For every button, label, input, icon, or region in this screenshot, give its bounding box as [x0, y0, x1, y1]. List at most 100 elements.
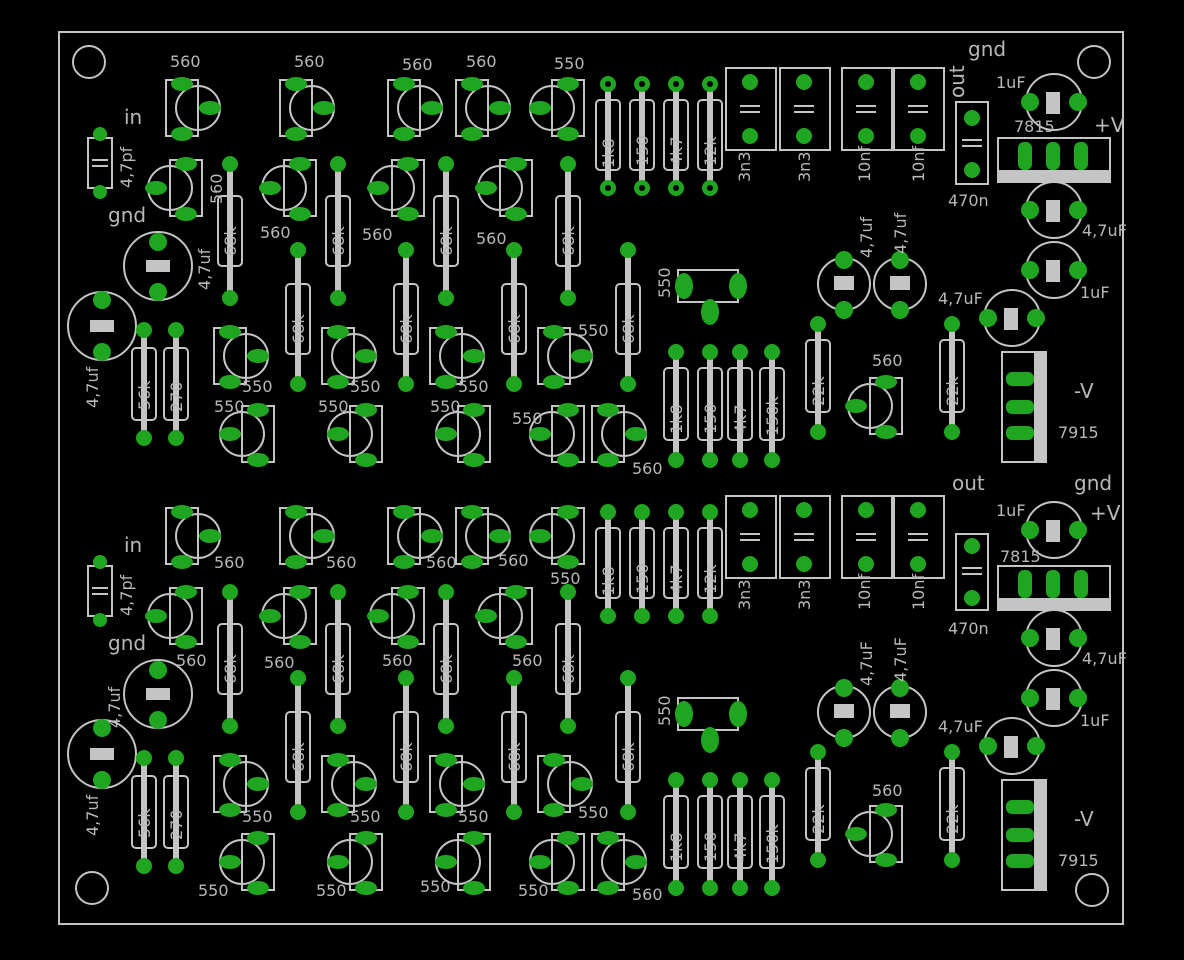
transistor	[435, 403, 491, 467]
value-label: 68k	[437, 654, 456, 684]
resistor: 1k8	[663, 344, 689, 468]
value-label: 3n3	[795, 580, 814, 611]
transistor	[529, 831, 585, 895]
value-label: 270	[167, 381, 186, 412]
label-minus-v: -V	[1074, 379, 1094, 403]
label-gnd: gnd	[1074, 471, 1112, 495]
value-label: 68k	[329, 226, 348, 256]
value-label: 4,7uf	[857, 216, 876, 258]
value-label: 22k	[943, 376, 962, 406]
resistor: 22k	[939, 744, 965, 868]
electrolytic-cap	[1021, 669, 1087, 727]
transistor	[259, 585, 317, 649]
value-label: 68k	[559, 226, 578, 256]
resistor: 68k	[433, 584, 459, 734]
value-label: 4,7uF	[1082, 221, 1127, 240]
value-label: 12k	[701, 564, 720, 594]
value-label: 1uF	[996, 501, 1026, 520]
capacitor: 3n3	[725, 495, 777, 610]
resistor: 150k	[759, 344, 785, 468]
mounting-hole-tl	[72, 45, 106, 79]
value-label: 68k	[221, 226, 240, 256]
value-label: 68k	[397, 742, 416, 772]
electrolytic-cap: 4,7uf	[67, 291, 137, 408]
transistor	[321, 325, 377, 389]
resistor: 4k7	[663, 504, 689, 624]
resistor: 270	[163, 322, 189, 446]
value-label: 550	[512, 409, 543, 428]
value-label: 550	[430, 397, 461, 416]
resistor: 56k	[131, 322, 157, 446]
value-label: 550	[518, 881, 549, 900]
transistor	[845, 375, 903, 439]
value-label: 1uF	[1080, 711, 1110, 730]
value-label: 56k	[135, 808, 154, 838]
board-outline	[58, 31, 1124, 925]
electrolytic-cap: 4,7uf	[67, 719, 137, 836]
value-label: 4k7	[667, 564, 686, 594]
transistor	[529, 77, 585, 141]
resistor: 68k	[433, 156, 459, 306]
value-label: 1k8	[599, 566, 618, 596]
value-label: 1uF	[996, 73, 1026, 92]
value-label: 4,7uf	[195, 248, 214, 290]
electrolytic-cap	[1021, 501, 1087, 559]
label-gnd: gnd	[968, 37, 1006, 61]
value-label: 470n	[948, 619, 989, 638]
label-out: out	[952, 471, 985, 495]
value-label: 550	[554, 54, 585, 73]
value-label: 150	[701, 403, 720, 434]
value-label: 560	[426, 553, 457, 572]
value-label: 4,7uF	[1082, 649, 1127, 668]
resistor: 1k8	[595, 76, 621, 196]
resistor: 68k	[325, 584, 351, 734]
value-label: 4,7uF	[938, 717, 983, 736]
value-label: 550	[578, 321, 609, 340]
value-label: 560	[214, 553, 245, 572]
value-label: 4k7	[731, 832, 750, 862]
value-label: 550	[350, 807, 381, 826]
value-label: 68k	[505, 742, 524, 772]
resistor: 22k	[805, 744, 831, 868]
resistor: 150	[697, 344, 723, 468]
capacitor: 3n3	[779, 495, 831, 611]
value-label: 1uF	[1080, 283, 1110, 302]
capacitor	[955, 533, 989, 611]
mounting-hole-br	[1075, 873, 1109, 907]
value-label: 560	[382, 651, 413, 670]
electrolytic-cap: 4,7uf	[123, 231, 214, 301]
value-label: 560	[632, 885, 663, 904]
capacitor: 3n3	[779, 67, 831, 182]
transistor	[219, 831, 275, 895]
transistor	[145, 585, 203, 649]
value-label: 550	[242, 807, 273, 826]
value-label: 3n3	[735, 152, 754, 183]
transistor	[387, 77, 443, 141]
value-label: 550	[420, 877, 451, 896]
value-label: 550	[242, 377, 273, 396]
value-label: 560	[207, 173, 226, 204]
resistor: 150k	[759, 772, 785, 896]
transistor	[213, 753, 269, 817]
value-label: 1k8	[667, 832, 686, 862]
value-label: 4,7uF	[891, 637, 910, 682]
transistor	[219, 403, 275, 467]
transistor	[537, 753, 593, 817]
transistor	[213, 325, 269, 389]
voltage-regulator	[1001, 779, 1047, 891]
value-label: 68k	[289, 742, 308, 772]
value-label: 22k	[943, 804, 962, 834]
value-label: 1k8	[667, 404, 686, 434]
electrolytic-cap	[1021, 73, 1087, 131]
resistor: 1k8	[595, 504, 621, 624]
value-label: 470n	[948, 191, 989, 210]
electrolytic-cap	[979, 289, 1045, 347]
value-label: 68k	[619, 314, 638, 344]
resistor: 68k	[501, 670, 527, 820]
voltage-regulator	[997, 137, 1111, 183]
regulator-label: 7815	[1000, 547, 1041, 566]
transistor	[321, 753, 377, 817]
resistor: 68k	[555, 584, 581, 734]
capacitor	[955, 101, 989, 185]
mounting-hole-tr	[1077, 45, 1111, 79]
